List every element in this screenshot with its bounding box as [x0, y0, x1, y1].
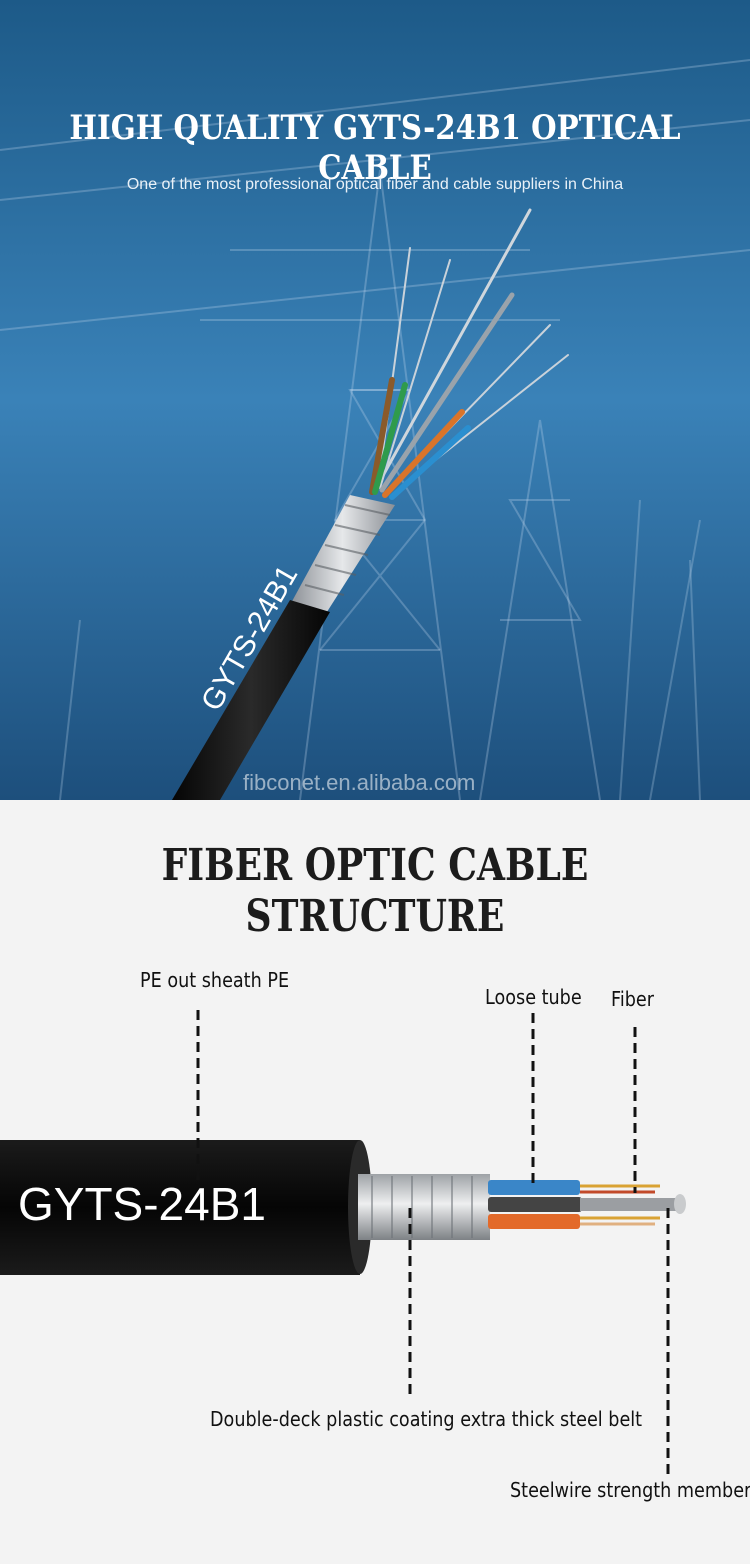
hero-subtitle: One of the most professional optical fib…: [126, 176, 624, 193]
hero-banner: HIGH QUALITY GYTS-24B1 OPTICAL CABLE One…: [0, 0, 750, 800]
label-loose-tube: Loose tube: [485, 985, 582, 1009]
label-pe-sheath: PE out sheath PE: [140, 968, 290, 992]
structure-section: FIBER OPTIC CABLE STRUCTURE GYTS-24B1 PE…: [0, 800, 750, 1564]
structure-title: FIBER OPTIC CABLE STRUCTURE: [161, 840, 589, 942]
loose-tube-blue: [488, 1180, 580, 1195]
watermark: fibconet.en.alibaba.com: [243, 770, 476, 795]
loose-tube-orange: [488, 1214, 580, 1229]
label-steel-belt: Double-deck plastic coating extra thick …: [210, 1407, 643, 1431]
cable-name-label: GYTS-24B1: [18, 1178, 266, 1230]
power-tower-background: [0, 0, 750, 800]
hero-title: HIGH QUALITY GYTS-24B1 OPTICAL CABLE: [69, 108, 681, 188]
cable-structure-diagram: [0, 1010, 686, 1480]
label-strength-member: Steelwire strength member: [510, 1478, 750, 1502]
label-fiber: Fiber: [611, 987, 654, 1011]
